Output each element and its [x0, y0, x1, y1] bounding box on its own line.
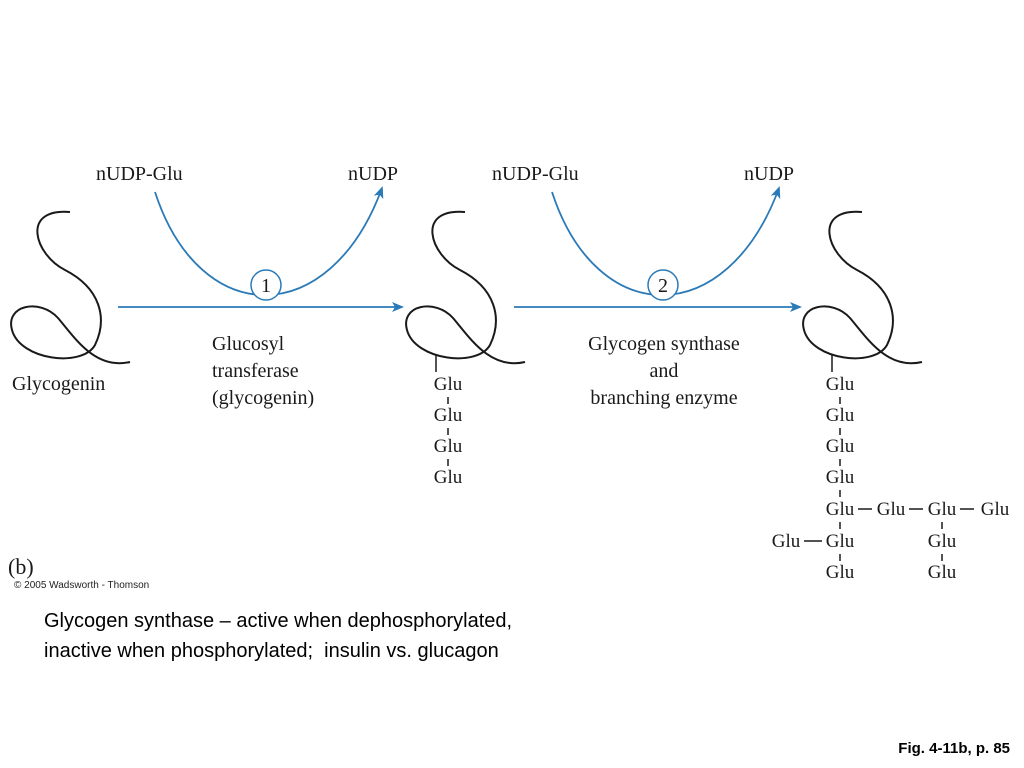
glu-unit: Glu [434, 405, 463, 426]
step1-number: 1 [261, 275, 271, 297]
glu-unit: Glu [826, 467, 855, 488]
step2-product-label: nUDP [744, 163, 794, 185]
step2-number-circle [647, 269, 679, 301]
step1-substrate-label: nUDP-Glu [96, 163, 183, 185]
glu-unit: Glu [826, 562, 855, 583]
caption-line-1: Glycogen synthase – active when dephosph… [44, 610, 513, 632]
glu-chain-branched: Glu Glu Glu Glu Glu Glu Glu Glu Glu Glu … [772, 354, 1010, 583]
panel-label: (b) [8, 554, 34, 579]
caption: Glycogen synthase – active when dephosph… [44, 606, 744, 666]
glu-unit: Glu [928, 531, 957, 552]
step1-number-circle [250, 269, 282, 301]
glycogenin-label: Glycogenin [12, 373, 105, 395]
glycogenin-shape-1 [10, 210, 131, 365]
glycogenin-shape-2 [405, 210, 526, 365]
step2-enzyme-line-1: Glycogen synthase [588, 333, 740, 355]
step2-enzyme-line-2: and [650, 360, 679, 382]
copyright-text: © 2005 Wadsworth - Thomson [14, 580, 150, 591]
glu-unit: Glu [772, 531, 801, 552]
glu-unit: Glu [981, 499, 1010, 520]
glu-unit: Glu [877, 499, 906, 520]
glu-unit: Glu [928, 562, 957, 583]
caption-line-2: inactive when phosphorylated; insulin vs… [44, 640, 499, 662]
glu-unit: Glu [928, 499, 957, 520]
step1-enzyme-line-1: Glucosyl [212, 333, 285, 355]
glu-unit: Glu [434, 436, 463, 457]
glu-unit: Glu [826, 531, 855, 552]
step2-enzyme-line-3: branching enzyme [590, 387, 737, 409]
glu-unit: Glu [826, 499, 855, 520]
figure-reference: Fig. 4-11b, p. 85 [898, 740, 1010, 757]
step2-substrate-label: nUDP-Glu [492, 163, 579, 185]
glu-unit: Glu [826, 405, 855, 426]
glu-chain-short: Glu Glu Glu Glu [434, 354, 463, 488]
glu-unit: Glu [826, 374, 855, 395]
step1-enzyme-line-3: (glycogenin) [212, 387, 314, 409]
step2-number: 2 [658, 275, 668, 297]
glu-unit: Glu [434, 374, 463, 395]
step1-enzyme-line-2: transferase [212, 360, 299, 382]
step1-product-label: nUDP [348, 163, 398, 185]
glycogenin-shape-3 [802, 210, 923, 365]
glu-unit: Glu [434, 467, 463, 488]
glu-unit: Glu [826, 436, 855, 457]
